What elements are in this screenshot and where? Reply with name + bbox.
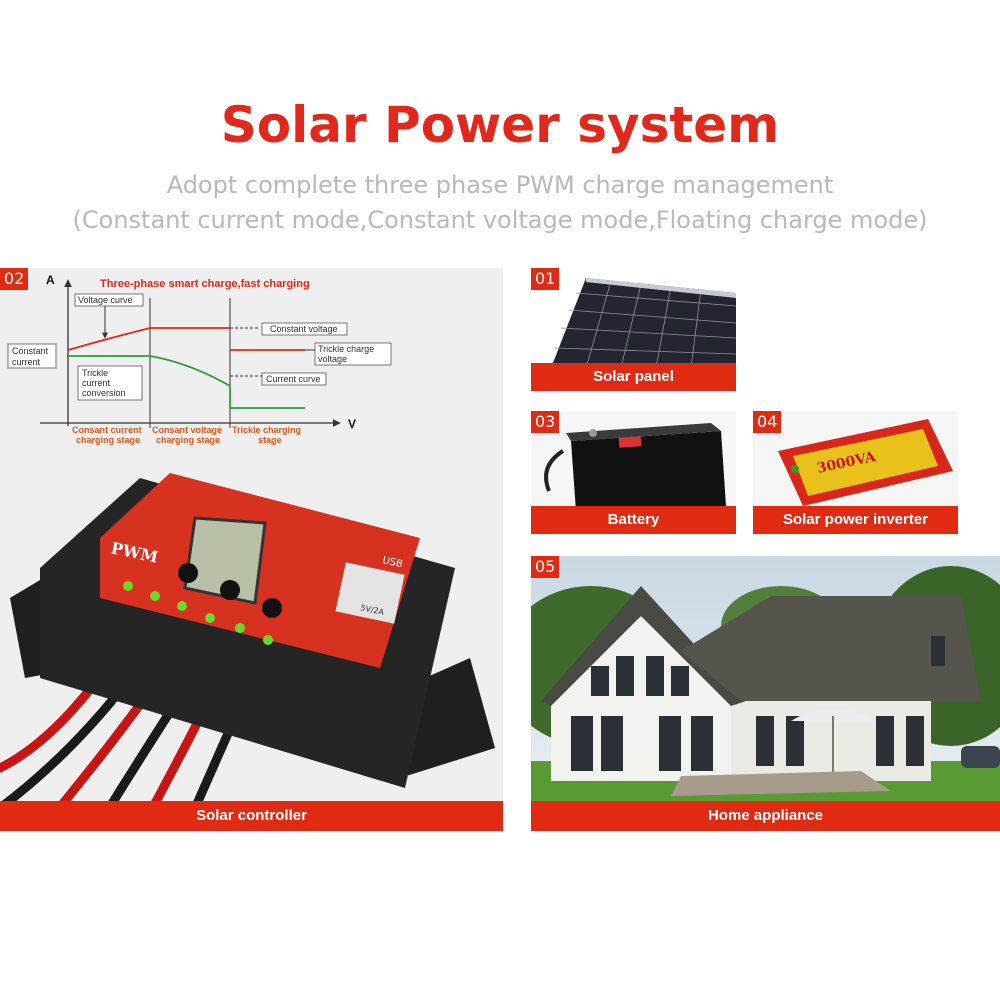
page-title: Solar Power system xyxy=(220,96,780,154)
menu-button xyxy=(178,563,198,583)
panel-number: 05 xyxy=(531,556,560,578)
stage-3-line2: stage xyxy=(258,435,282,445)
panel-caption: Solar power inverter xyxy=(753,506,958,534)
inverter-panel: 04 3000VA Solar power inverter xyxy=(753,411,958,534)
current-curve-label: Current curve xyxy=(266,374,321,384)
stage-3-line1: Trickle charging xyxy=(232,425,301,435)
right-button xyxy=(262,598,282,618)
home-panel: 05 xyxy=(531,556,1000,831)
panel-number: 03 xyxy=(531,411,560,433)
left-button xyxy=(220,580,240,600)
charging-diagram: A V Three-phase smart charge,fast chargi… xyxy=(7,273,392,445)
panel-caption: Solar controller xyxy=(0,801,503,831)
panel-caption: Solar panel xyxy=(531,363,736,391)
panel-number: 02 xyxy=(0,268,29,290)
solar-controller-image: USB 5V/2A PWM xyxy=(0,473,495,831)
page-subtitle-line2: (Constant current mode,Constant voltage … xyxy=(72,206,928,234)
voltage-curve xyxy=(67,327,230,351)
trickle-voltage-label-2: voltage xyxy=(318,354,347,364)
battery-panel: 03 Battery xyxy=(531,411,736,534)
house-image xyxy=(531,556,1000,831)
solar-panel-image xyxy=(551,278,736,369)
solar-controller-panel: 02 USB 5V/2A PWM xyxy=(0,268,503,831)
y-axis-label: A xyxy=(46,273,55,287)
panel-number: 04 xyxy=(753,411,782,433)
usb-ports xyxy=(335,562,405,624)
voltage-curve-label: Voltage curve xyxy=(78,295,133,305)
inverter-image: 3000VA xyxy=(778,419,953,506)
constant-current-label-2: current xyxy=(12,357,41,367)
current-curve xyxy=(149,355,231,387)
trickle-current-label-2: current xyxy=(82,378,111,388)
stage-2-line1: Consant voltage xyxy=(152,425,222,435)
constant-current-label-1: Constant xyxy=(12,346,49,356)
page-subtitle-line1: Adopt complete three phase PWM charge ma… xyxy=(166,171,834,199)
trickle-voltage-label-1: Trickle charge xyxy=(318,344,374,354)
stage-2-line2: charging stage xyxy=(156,435,220,445)
usb-label: USB xyxy=(381,555,404,570)
trickle-current-label-1: Trickle xyxy=(82,368,108,378)
panel-caption: Home appliance xyxy=(531,801,1000,831)
constant-voltage-label: Constant voltage xyxy=(270,324,338,334)
stage-1-line2: charging stage xyxy=(76,435,140,445)
battery-image xyxy=(544,423,726,511)
trickle-current-label-3: conversion xyxy=(82,388,126,398)
panel-caption: Battery xyxy=(531,506,736,534)
x-axis-label: V xyxy=(348,417,356,431)
stage-1-line1: Consant current xyxy=(72,425,142,435)
diagram-title: Three-phase smart charge,fast charging xyxy=(100,278,310,290)
solar-panel-panel: 01 Solar panel xyxy=(531,268,736,391)
panel-number: 01 xyxy=(531,268,560,290)
terminal-leds xyxy=(123,581,273,645)
